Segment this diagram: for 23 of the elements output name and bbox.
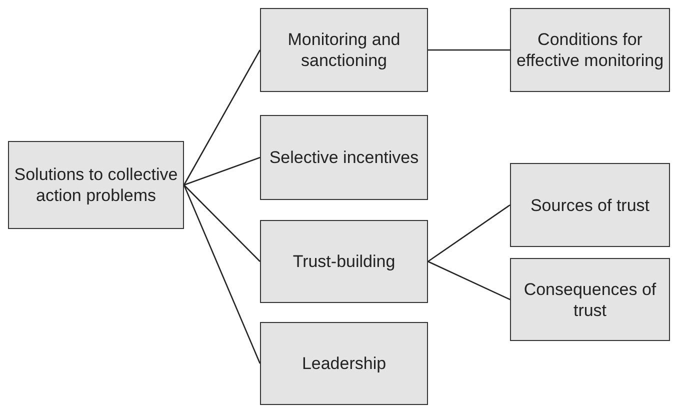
text-box xyxy=(260,220,428,303)
text-box xyxy=(260,8,428,92)
connector-line xyxy=(184,156,260,186)
box-label: Consequences of trust xyxy=(522,278,658,320)
box-label: Sources of trust xyxy=(530,194,650,216)
text-box xyxy=(260,322,428,405)
box-label: Trust-building xyxy=(292,251,396,272)
box-label: Monitoring and sanctioning xyxy=(286,29,402,71)
connector-line xyxy=(428,260,510,300)
text-box xyxy=(510,258,670,341)
text-box xyxy=(260,115,428,200)
connector-line xyxy=(183,184,261,364)
connector-line xyxy=(183,50,261,186)
connector-line xyxy=(428,204,510,262)
box-label: Solutions to collective action problems xyxy=(13,164,179,206)
connector-line xyxy=(184,184,260,262)
connector-line xyxy=(428,49,510,51)
box-label: Selective incentives xyxy=(269,147,419,168)
text-box xyxy=(510,8,670,92)
text-box xyxy=(510,163,670,247)
text-box xyxy=(8,141,184,229)
box-label: Conditions for effective monitoring xyxy=(515,29,665,71)
box-label: Leadership xyxy=(302,353,386,374)
